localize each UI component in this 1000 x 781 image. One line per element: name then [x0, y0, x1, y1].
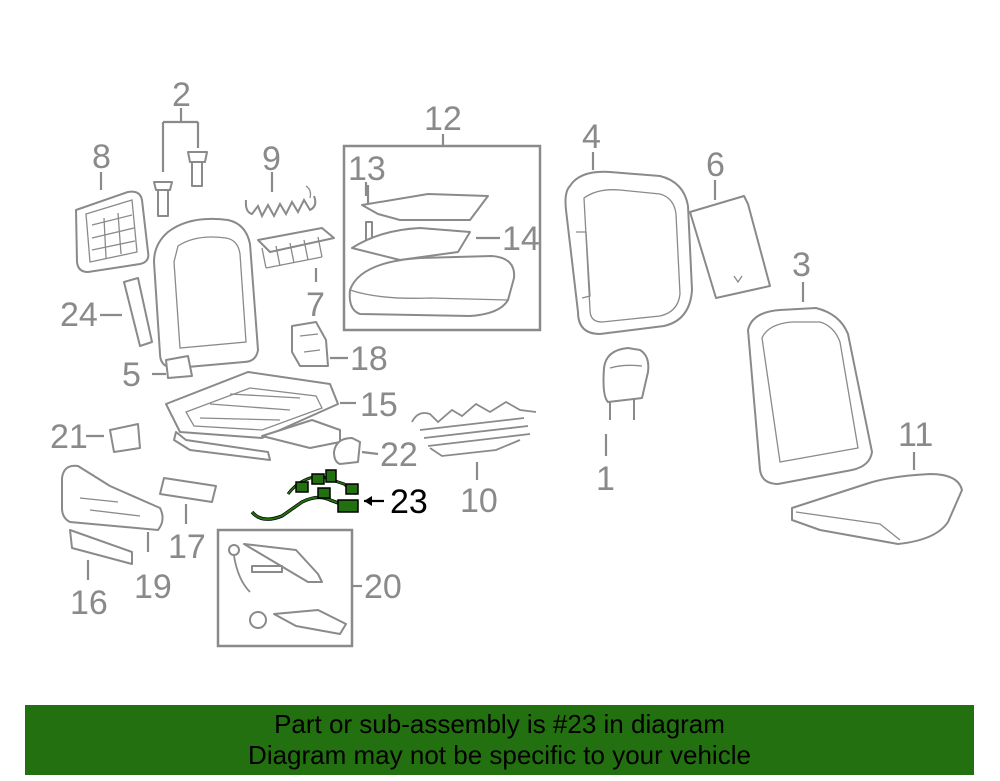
banner-line-1: Part or sub-assembly is #23 in diagram — [274, 709, 725, 739]
label-13: 13 — [348, 150, 386, 188]
label-1: 1 — [596, 460, 615, 498]
label-17: 17 — [168, 528, 206, 566]
label-15: 15 — [360, 386, 398, 424]
label-11: 11 — [898, 416, 933, 454]
label-10: 10 — [460, 482, 498, 520]
part-6-back-panel[interactable] — [689, 180, 771, 299]
part-10-seat-spring[interactable] — [411, 400, 537, 480]
label-12: 12 — [424, 100, 462, 138]
part-19-side-shield[interactable] — [61, 464, 164, 552]
label-16: 16 — [70, 584, 108, 622]
part-1-headrest[interactable] — [602, 347, 650, 456]
label-3: 3 — [792, 246, 811, 284]
info-banner: Part or sub-assembly is #23 in diagram D… — [25, 705, 974, 775]
part-20-hardware-kit[interactable] — [216, 528, 362, 648]
part-12-cushion-kit[interactable] — [342, 134, 542, 332]
label-6: 6 — [706, 146, 725, 184]
label-24: 24 — [60, 296, 98, 334]
label-9: 9 — [262, 140, 281, 178]
label-5: 5 — [122, 356, 141, 394]
part-23-wiring-harness[interactable] — [250, 469, 384, 521]
part-4-back-cushion[interactable] — [564, 152, 693, 335]
part-22-knob[interactable] — [333, 437, 379, 465]
label-22: 22 — [380, 436, 418, 474]
label-14: 14 — [502, 220, 540, 258]
label-8: 8 — [92, 138, 111, 176]
part-18-bracket[interactable] — [291, 321, 348, 367]
label-18: 18 — [350, 340, 388, 378]
part-8-lumbar-panel[interactable] — [75, 172, 150, 273]
callout-labels: 2 8 9 12 13 14 4 6 3 7 24 18 5 15 21 22 … — [50, 76, 933, 622]
part-3-back-cover[interactable] — [747, 282, 873, 485]
label-19: 19 — [134, 568, 172, 606]
part-2-bolts[interactable] — [153, 108, 208, 217]
part-16-lower-shield[interactable] — [69, 529, 133, 580]
label-2: 2 — [172, 76, 191, 114]
label-4: 4 — [582, 118, 601, 156]
part-7-spring-mat[interactable] — [257, 227, 335, 282]
banner-line-2: Diagram may not be specific to your vehi… — [248, 740, 751, 770]
label-23: 23 — [390, 483, 428, 521]
part-5-back-frame[interactable] — [152, 217, 259, 379]
part-9-spring[interactable] — [244, 172, 317, 219]
part-24-trim-panel[interactable] — [100, 277, 153, 347]
label-20: 20 — [364, 568, 402, 606]
label-21: 21 — [50, 418, 88, 456]
label-7: 7 — [306, 286, 325, 324]
part-15-seat-adjuster[interactable] — [165, 371, 356, 461]
part-11-cushion-cover[interactable] — [791, 452, 963, 545]
part-17-trim-strip[interactable] — [159, 477, 217, 524]
part-21-cover[interactable] — [86, 423, 141, 453]
